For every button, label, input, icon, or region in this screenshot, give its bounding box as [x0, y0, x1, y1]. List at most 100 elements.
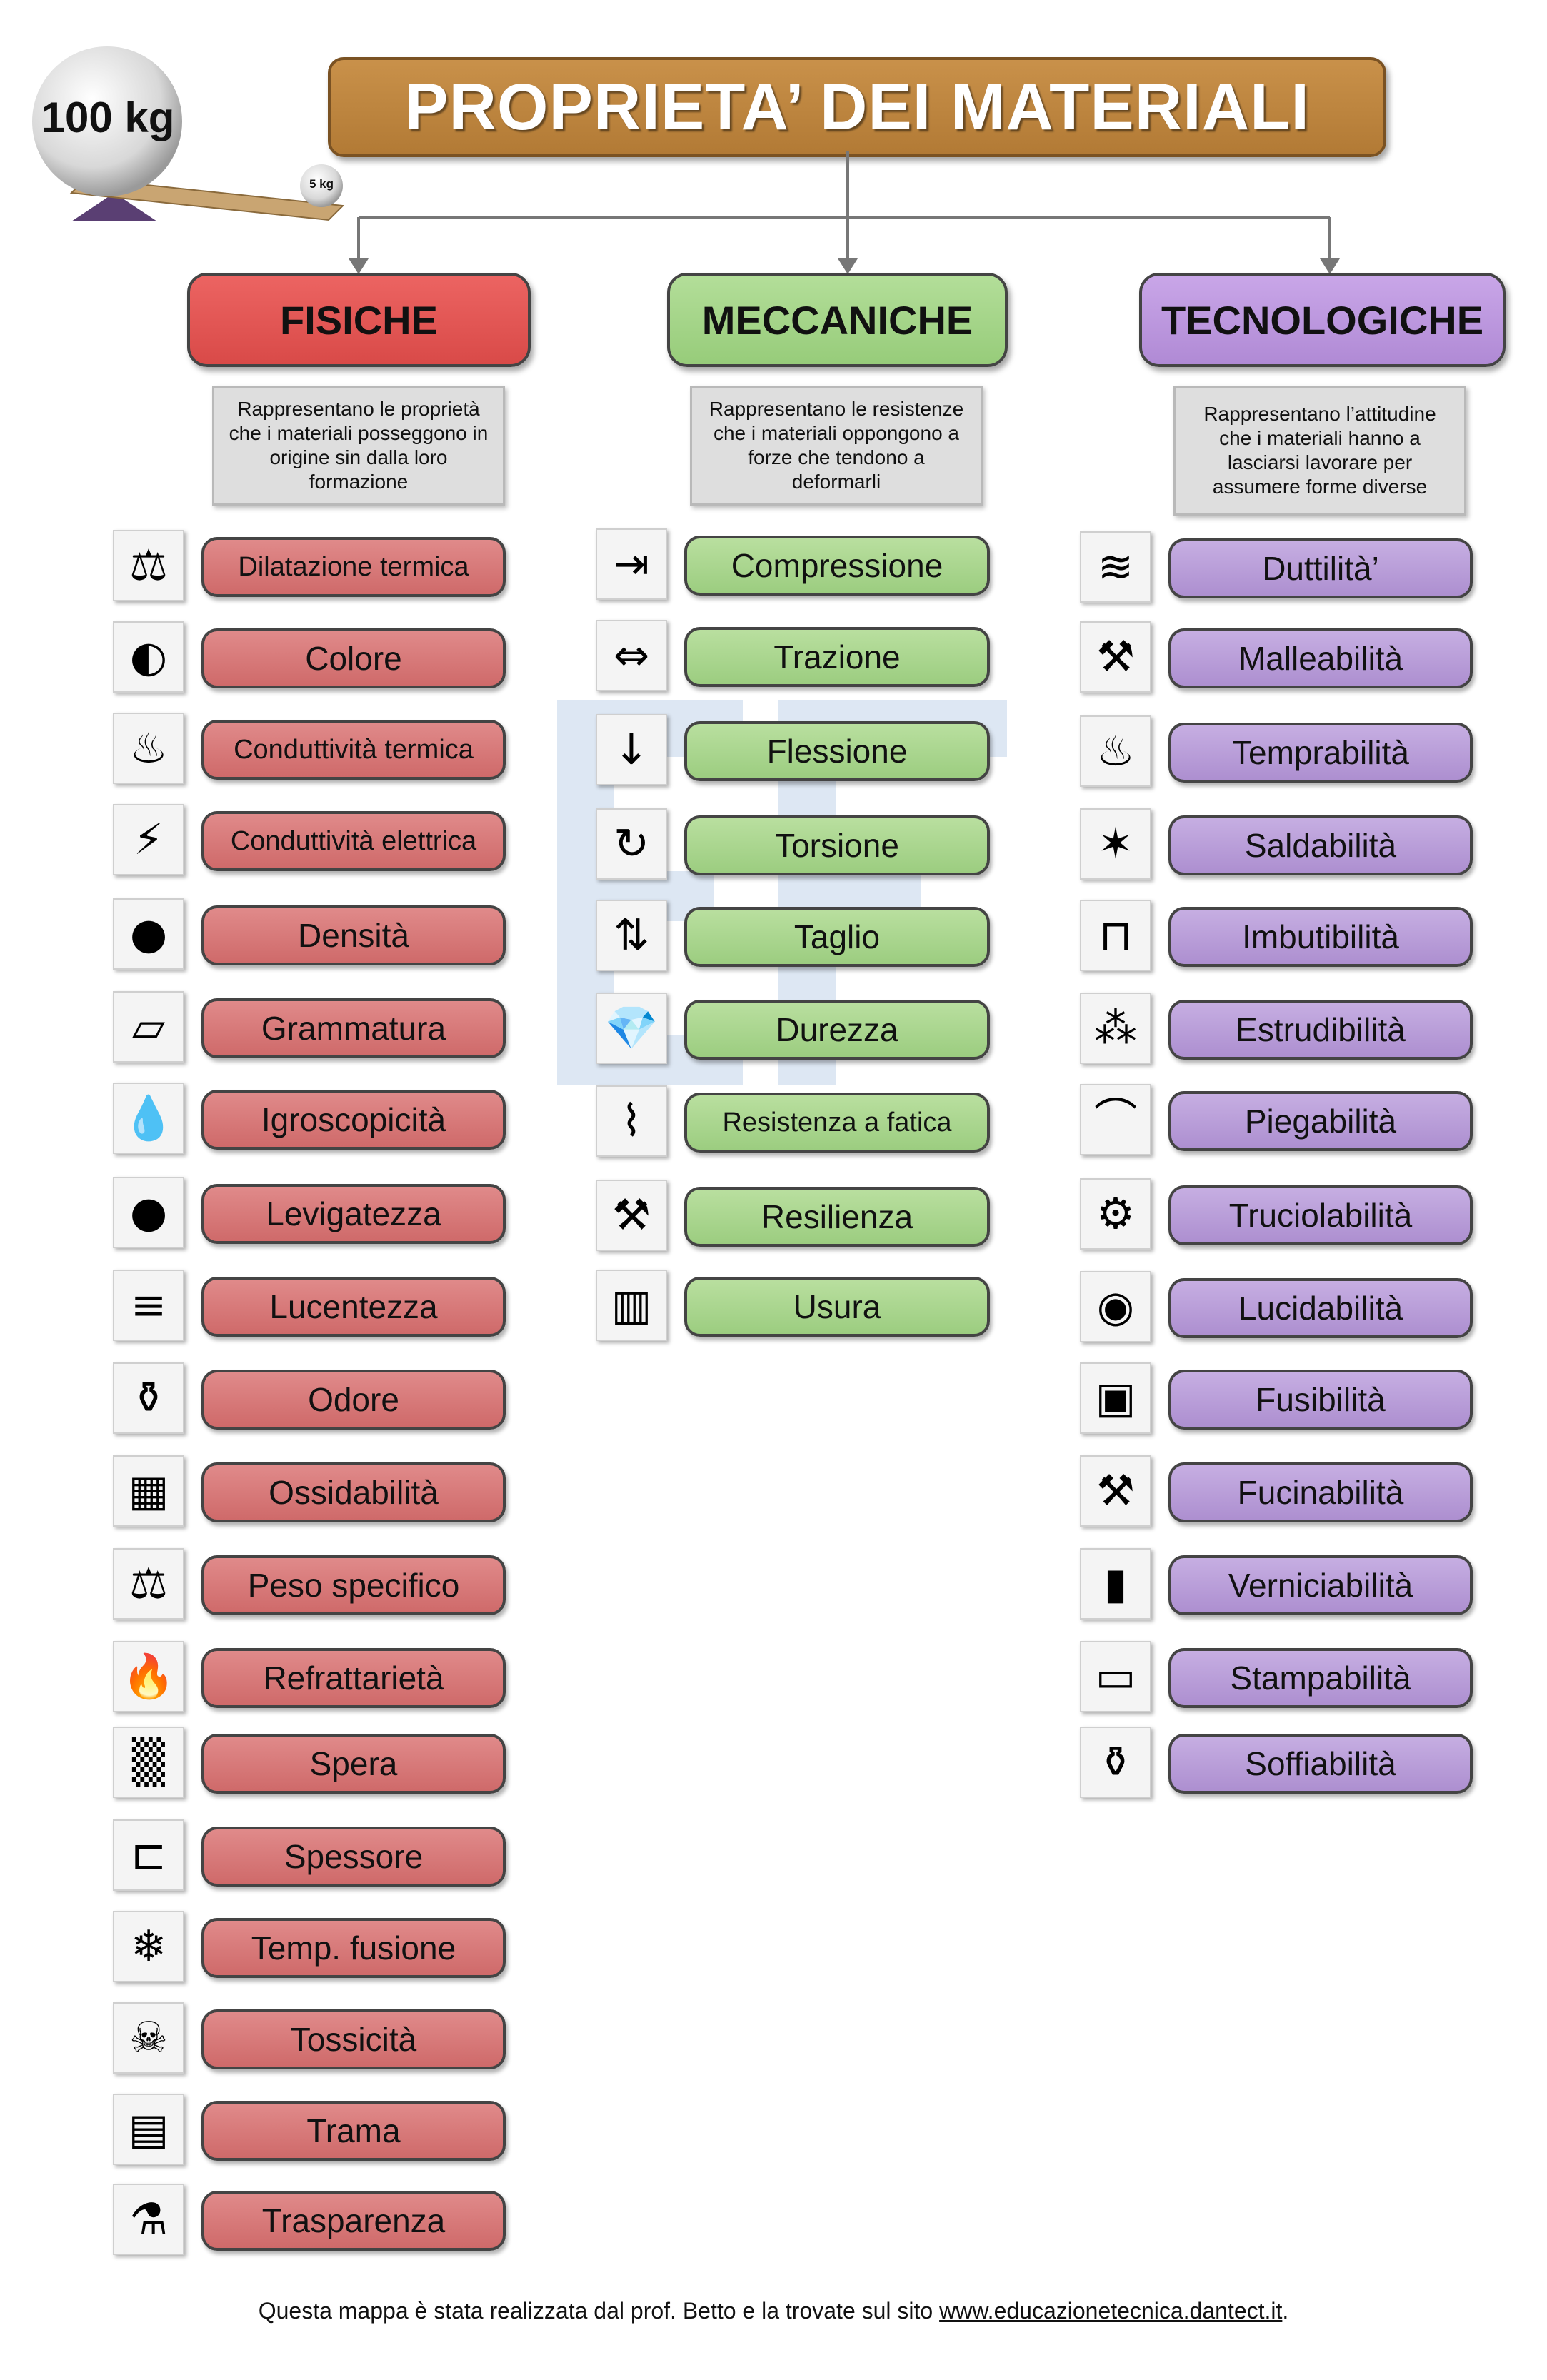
- tecnologiche-property-label: Malleabilità: [1238, 639, 1403, 678]
- meccaniche-property-label: Durezza: [776, 1010, 898, 1049]
- meccaniche-property-item: Durezza: [684, 1000, 990, 1060]
- molding-icon: ▭: [1080, 1641, 1151, 1712]
- bending-icon: ↓: [596, 714, 667, 785]
- description-fisiche-text: Rappresentano le proprietà che i materia…: [214, 397, 503, 494]
- blow-molding-icon-glyph: ⚱: [1098, 1741, 1133, 1784]
- wood-grain-icon-glyph: ▤: [129, 2108, 169, 2151]
- fisiche-property-item: Densità: [201, 905, 506, 965]
- quenching-icon: ♨: [1080, 715, 1151, 787]
- sponge-icon-glyph: ●: [130, 913, 167, 955]
- tecnologiche-property-item: Verniciabilità: [1168, 1555, 1473, 1615]
- fisiche-property-label: Igroscopicità: [261, 1100, 446, 1139]
- anvil-icon: ⚒: [1080, 1455, 1151, 1527]
- fisiche-property-item: Igroscopicità: [201, 1090, 506, 1150]
- tire-icon: ▥: [596, 1270, 667, 1341]
- fisiche-property-item: Peso specifico: [201, 1555, 506, 1615]
- tecnologiche-property-item: Stampabilità: [1168, 1648, 1473, 1708]
- meccaniche-property-label: Resilienza: [761, 1197, 913, 1236]
- fisiche-property-item: Refrattarietà: [201, 1648, 506, 1708]
- tecnologiche-property-label: Duttilità’: [1262, 549, 1379, 588]
- meccaniche-property-item: Compressione: [684, 536, 990, 596]
- fisiche-property-label: Refrattarietà: [263, 1659, 444, 1697]
- shear-icon: ⇅: [596, 900, 667, 971]
- tecnologiche-property-label: Fusibilità: [1256, 1380, 1386, 1419]
- spring-icon: ⌇: [596, 1085, 667, 1157]
- glass-bottles-icon: ⚗: [113, 2184, 184, 2255]
- connector-lines: [0, 0, 1547, 286]
- ice-cubes-icon-glyph: ❄: [131, 1925, 166, 1968]
- milling-icon: ⚙: [1080, 1178, 1151, 1250]
- tecnologiche-property-item: Truciolabilità: [1168, 1185, 1473, 1245]
- scale-icon-glyph: ⚖: [129, 1562, 168, 1605]
- hammer-glass-icon: ⚒: [596, 1180, 667, 1251]
- polisher-icon-glyph: ◉: [1097, 1285, 1134, 1328]
- deep-drawing-icon: ⊓: [1080, 900, 1151, 971]
- category-fisiche-label: FISICHE: [280, 297, 438, 343]
- deep-drawing-icon-glyph: ⊓: [1099, 914, 1133, 957]
- micrometer-icon-glyph: ⊏: [131, 1834, 166, 1877]
- paper-stack-icon: ▱: [113, 991, 184, 1063]
- ice-cubes-icon: ❄: [113, 1911, 184, 1982]
- fisiche-property-label: Dilatazione termica: [238, 552, 469, 583]
- casting-icon: ▣: [1080, 1362, 1151, 1434]
- diamond-icon-glyph: 💎: [605, 1007, 659, 1050]
- color-wheel-icon-glyph: ◐: [130, 636, 167, 678]
- toxic-sign-icon: ☠: [113, 2002, 184, 2074]
- fisiche-property-item: Tossicità: [201, 2009, 506, 2069]
- glass-bottles-icon-glyph: ⚗: [129, 2198, 168, 2241]
- tecnologiche-property-item: Lucidabilità: [1168, 1278, 1473, 1338]
- footer-link[interactable]: www.educazionetecnica.dantect.it: [939, 2298, 1282, 2324]
- power-pylon-icon-glyph: ⚡: [134, 818, 164, 861]
- extrusion-icon-glyph: ⁂: [1094, 1007, 1137, 1050]
- meccaniche-property-label: Torsione: [775, 826, 899, 865]
- tecnologiche-property-item: Fucinabilità: [1168, 1462, 1473, 1522]
- thermal-expansion-icon: ⚖: [113, 530, 184, 601]
- fisiche-property-label: Spessore: [284, 1837, 423, 1876]
- tecnologiche-property-label: Imbutibilità: [1242, 918, 1399, 956]
- fisiche-property-label: Spera: [310, 1744, 398, 1783]
- meccaniche-property-label: Flessione: [767, 732, 908, 770]
- fisiche-property-label: Ossidabilità: [269, 1473, 439, 1512]
- steel-ball-icon: ●: [113, 1177, 184, 1248]
- meccaniche-property-label: Resistenza a fatica: [722, 1108, 951, 1138]
- scale-icon: ⚖: [113, 1548, 184, 1620]
- category-fisiche: FISICHE: [187, 273, 531, 367]
- power-pylon-icon: ⚡: [113, 804, 184, 875]
- tecnologiche-property-label: Truciolabilità: [1229, 1196, 1413, 1235]
- fisiche-property-item: Grammatura: [201, 998, 506, 1058]
- tecnologiche-property-label: Temprabilità: [1232, 733, 1409, 772]
- footer-text: Questa mappa è stata realizzata dal prof…: [259, 2298, 939, 2324]
- meccaniche-property-label: Compressione: [731, 546, 943, 585]
- tecnologiche-property-item: Piegabilità: [1168, 1091, 1473, 1151]
- steel-ball-icon-glyph: ●: [130, 1191, 167, 1234]
- bent-sheet-icon-glyph: ⌒: [1094, 1098, 1137, 1141]
- perfume-bottle-icon-glyph: ⚱: [131, 1377, 166, 1420]
- fisiche-property-label: Levigatezza: [266, 1195, 441, 1233]
- tecnologiche-property-label: Verniciabilità: [1228, 1566, 1413, 1605]
- water-drop-icon-glyph: 💧: [122, 1097, 176, 1140]
- description-tecnologiche-text: Rappresentano l’attitudine che i materia…: [1176, 402, 1464, 499]
- tecnologiche-property-label: Stampabilità: [1230, 1659, 1411, 1697]
- tecnologiche-property-label: Saldabilità: [1245, 826, 1396, 865]
- anvil-icon-glyph: ⚒: [1096, 1470, 1135, 1512]
- fisiche-property-label: Peso specifico: [248, 1566, 460, 1605]
- quenching-icon-glyph: ♨: [1096, 730, 1135, 773]
- fisiche-property-label: Conduttività termica: [234, 735, 474, 765]
- toxic-sign-icon-glyph: ☠: [129, 2017, 168, 2059]
- tecnologiche-property-item: Estrudibilità: [1168, 1000, 1473, 1060]
- wood-grain-icon: ▤: [113, 2094, 184, 2165]
- thermal-expansion-icon-glyph: ⚖: [129, 544, 168, 587]
- category-tecnologiche: TECNOLOGICHE: [1139, 273, 1506, 367]
- tecnologiche-property-label: Soffiabilità: [1245, 1744, 1396, 1783]
- fisiche-property-item: Colore: [201, 628, 506, 688]
- polisher-icon: ◉: [1080, 1271, 1151, 1342]
- paper-stack-icon-glyph: ▱: [132, 1005, 165, 1048]
- meccaniche-property-item: Usura: [684, 1277, 990, 1337]
- meccaniche-property-label: Trazione: [774, 638, 900, 676]
- bent-sheet-icon: ⌒: [1080, 1084, 1151, 1155]
- tecnologiche-property-label: Estrudibilità: [1236, 1010, 1406, 1049]
- compression-icon: ⇥: [596, 528, 667, 600]
- cooking-pot-icon: ♨: [113, 713, 184, 784]
- milling-icon-glyph: ⚙: [1096, 1192, 1135, 1235]
- fisiche-property-item: Odore: [201, 1370, 506, 1430]
